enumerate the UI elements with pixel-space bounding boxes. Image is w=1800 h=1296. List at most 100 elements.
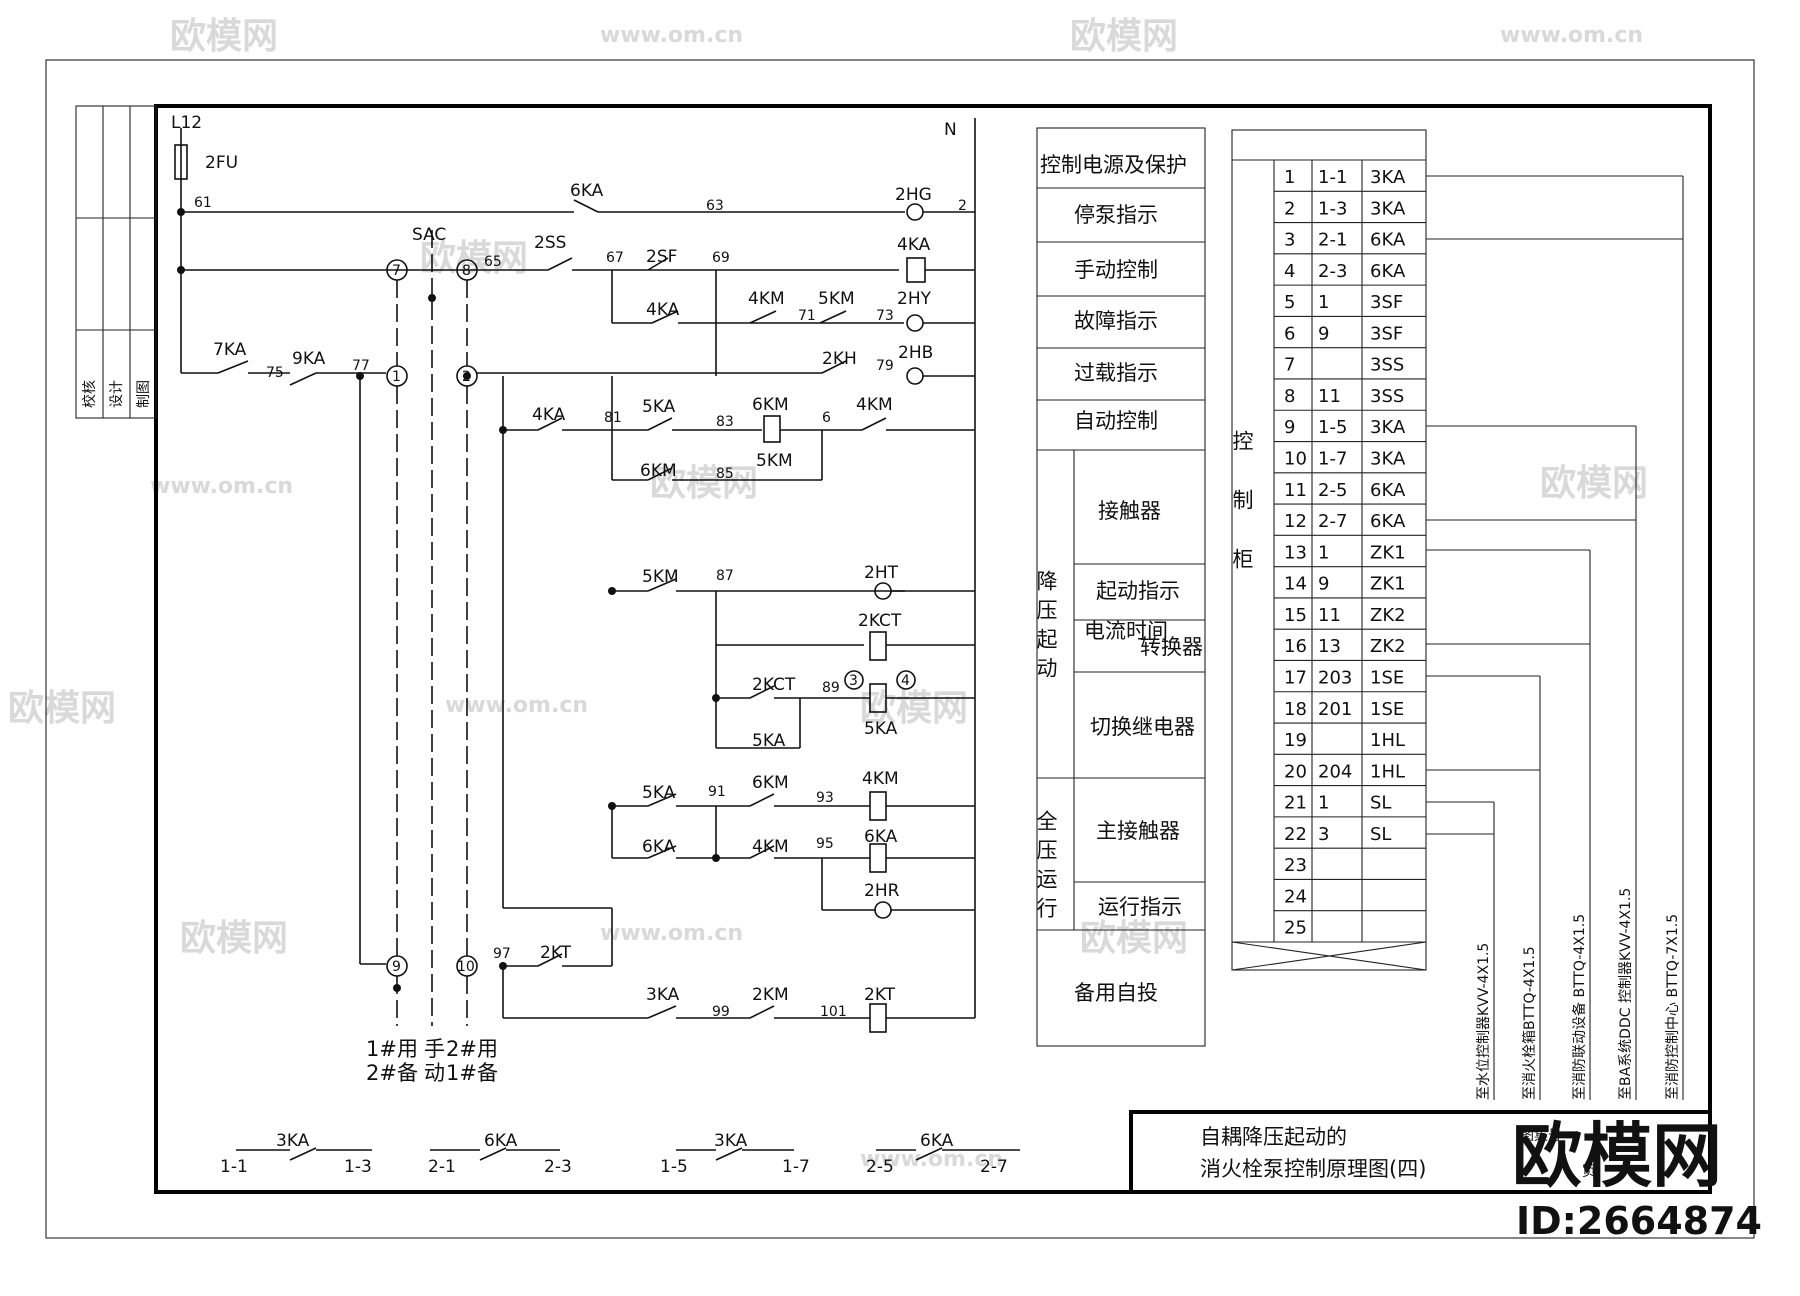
l12-label: L12 <box>171 113 202 133</box>
terminal-row-b: 3SS <box>1370 386 1404 407</box>
comp-3ka: 3KA <box>646 985 680 1005</box>
terminal-4: 4 <box>901 673 910 689</box>
brand-overlay: 欧模网 ID:2664874 <box>1512 1115 1762 1243</box>
control-circuit: L12 N 2FU 61 6KA 63 2HG 2 SAC 65 2SS 67 … <box>171 113 976 1085</box>
terminal-row-a: 204 <box>1318 761 1352 782</box>
terminal-row-b: 6KA <box>1370 261 1406 282</box>
contact-6ka-b-right: 2-7 <box>980 1157 1008 1177</box>
terminal-row-no: 10 <box>1284 449 1307 470</box>
comp-5ka-coil: 5KA <box>864 719 898 739</box>
fuse-symbol <box>174 144 188 180</box>
comp-6km-coil: 6KM <box>752 395 789 415</box>
terminal-row-b: 1HL <box>1370 761 1405 782</box>
terminal-row-a: 203 <box>1318 667 1352 688</box>
terminal-row-no: 2 <box>1284 198 1295 219</box>
func-overload: 过载指示 <box>1074 361 1158 385</box>
terminal-row-b: 3KA <box>1370 417 1406 438</box>
terminal-row-a: 201 <box>1318 699 1352 720</box>
brand-logo: 欧模网 <box>1512 1115 1722 1197</box>
wire-71: 71 <box>798 308 816 324</box>
cabinet-label: 控制柜 <box>1230 430 1254 607</box>
title-line1: 自耦降压起动的 <box>1200 1125 1347 1149</box>
terminal-row-no: 21 <box>1284 793 1307 814</box>
comp-2kct-2: 2KCT <box>752 675 796 695</box>
terminal-row-no: 24 <box>1284 886 1307 907</box>
drawing-border <box>154 104 1712 1194</box>
destinations: 至水位控制器KVV-4X1.5 至消火栓箱BTTQ-4X1.5 至消防联动设备 … <box>1426 175 1684 1100</box>
terminal-row-no: 11 <box>1284 480 1307 501</box>
terminal-row-no: 7 <box>1284 355 1295 376</box>
watermark-brand: 欧模网 <box>860 688 968 729</box>
terminal-row-no: 9 <box>1284 417 1295 438</box>
terminal-row-a: 1 <box>1318 793 1329 814</box>
selector-sac: SAC <box>412 225 446 245</box>
comp-6ka-coil: 6KA <box>864 827 898 847</box>
comp-2sf: 2SF <box>646 247 677 267</box>
terminal-row-a: 9 <box>1318 323 1329 344</box>
mode-col3-a: 2#用 <box>446 1037 498 1061</box>
comp-6km-2: 6KM <box>752 773 789 793</box>
wire-2: 2 <box>958 198 967 214</box>
comp-2kt: 2KT <box>540 943 572 963</box>
func-stop-ind: 停泵指示 <box>1074 203 1158 227</box>
terminal-row-no: 17 <box>1284 667 1307 688</box>
contact-6ka-a-right: 2-3 <box>544 1157 572 1177</box>
n-label: N <box>944 120 957 140</box>
terminal-row-no: 25 <box>1284 918 1307 939</box>
terminal-row-b: 1SE <box>1370 667 1404 688</box>
terminal-row-no: 1 <box>1284 167 1295 188</box>
func-auto: 自动控制 <box>1074 409 1158 433</box>
contact-3ka-b-left: 1-5 <box>660 1157 688 1177</box>
func-main-contactor: 主接触器 <box>1096 819 1180 843</box>
func-converter: 转换器 <box>1140 635 1203 659</box>
terminal-row-a: 1-5 <box>1318 417 1347 438</box>
wire-91: 91 <box>708 784 726 800</box>
stamp-design: 设计 <box>109 380 125 408</box>
comp-2ht: 2HT <box>864 563 899 583</box>
comp-9ka: 9KA <box>292 349 326 369</box>
terminal-row-no: 22 <box>1284 824 1307 845</box>
wire-81: 81 <box>604 410 622 426</box>
terminal-1: 1 <box>392 369 401 385</box>
watermark-brand: 欧模网 <box>1070 16 1178 57</box>
terminal-row-no: 13 <box>1284 542 1307 563</box>
dest-ba-ddc: 至BA系统DDC 控制器KVV-4X1.5 <box>1618 888 1634 1100</box>
comp-2kct-1: 2KCT <box>858 611 902 631</box>
terminal-row-b: SL <box>1370 824 1391 845</box>
comp-5km-1: 5KM <box>818 289 855 309</box>
comp-2ss: 2SS <box>534 233 566 253</box>
terminal-row-no: 16 <box>1284 636 1307 657</box>
terminal-row-a: 1-3 <box>1318 198 1347 219</box>
terminal-row-b: 6KA <box>1370 230 1406 251</box>
wire-65: 65 <box>484 254 502 270</box>
func-curr-time: 电流时间 <box>1084 619 1168 643</box>
comp-4ka-aux: 4KA <box>646 300 680 320</box>
terminal-row-a: 1-1 <box>1318 167 1347 188</box>
comp-6ka-2: 6KA <box>642 837 676 857</box>
mode-col1-b: 2#备 <box>366 1061 418 1085</box>
func-manual: 手动控制 <box>1074 258 1158 282</box>
wire-99: 99 <box>712 1004 730 1020</box>
wire-63: 63 <box>706 198 724 214</box>
func-switch-relay: 切换继电器 <box>1090 715 1195 739</box>
watermark-brand: 欧模网 <box>170 16 278 57</box>
wire-6: 6 <box>822 410 831 426</box>
title-extra1: 图集号 <box>1520 1127 1562 1144</box>
dest-fire-linkage: 至消防联动设备 BTTQ-4X1.5 <box>1571 914 1588 1100</box>
terminal-row-b: 6KA <box>1370 480 1406 501</box>
terminal-row-no: 14 <box>1284 574 1307 595</box>
watermark-brand: 欧模网 <box>180 918 288 959</box>
wire-87: 87 <box>716 568 734 584</box>
terminal-row-b: 3SF <box>1370 323 1403 344</box>
wire-75: 75 <box>266 365 284 381</box>
terminal-row-b: 3SF <box>1370 292 1403 313</box>
fuse-label: 2FU <box>205 153 238 173</box>
terminal-row-b: SL <box>1370 793 1391 814</box>
wire-83: 83 <box>716 414 734 430</box>
comp-7ka: 7KA <box>213 340 247 360</box>
contact-3ka-a-left: 1-1 <box>220 1157 248 1177</box>
comp-4ka-2: 4KA <box>532 405 566 425</box>
stamp-draw: 制图 <box>136 380 152 408</box>
